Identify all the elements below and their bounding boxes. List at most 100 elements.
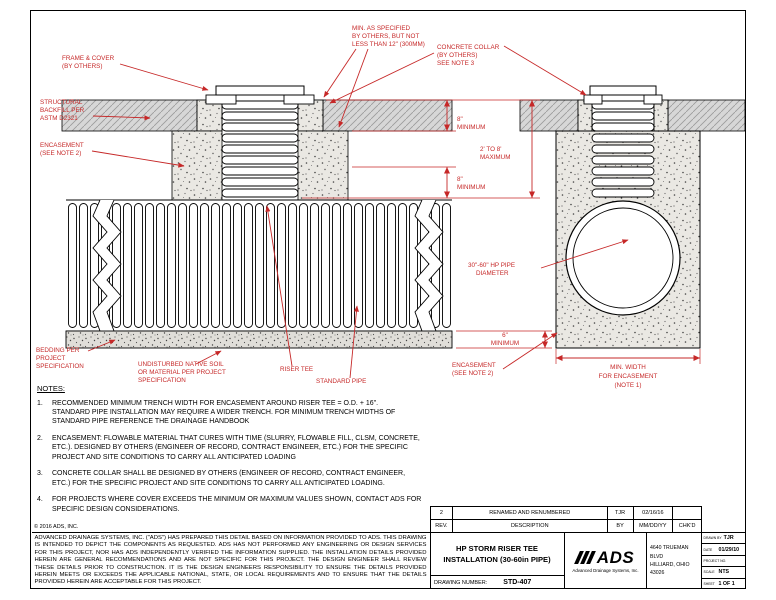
- rev-header-rev: REV.: [431, 520, 453, 532]
- label-standard-pipe: STANDARD PIPE: [316, 378, 366, 385]
- svg-text:BACKFILL PER: BACKFILL PER: [40, 107, 85, 114]
- svg-text:(BY OTHERS): (BY OTHERS): [437, 52, 477, 59]
- svg-text:8": 8": [457, 116, 463, 123]
- svg-text:ENCASEMENT: ENCASEMENT: [40, 142, 84, 149]
- riser-corrugations: [221, 100, 299, 198]
- riser-corrugations: [591, 100, 655, 198]
- end-view: [519, 85, 746, 349]
- label-concrete-collar: CONCRETE COLLAR (BY OTHERS) SEE NOTE 3: [437, 44, 500, 67]
- concrete-collar-left: [196, 99, 223, 132]
- svg-text:MAXIMUM: MAXIMUM: [480, 154, 510, 161]
- ads-logo: ADS Advanced Drainage Systems, Inc.: [565, 533, 647, 589]
- field-drawn-by: DRAWN BY TJR: [702, 533, 745, 545]
- notes-section: NOTES: 1. RECOMMENDED MINIMUM TRENCH WID…: [37, 384, 687, 521]
- dim-8in-minimum-top: 8" MINIMUM: [457, 116, 485, 131]
- label-encasement-right: ENCASEMENT (SEE NOTE 2): [452, 362, 496, 377]
- svg-text:30"-60" HP PIPE: 30"-60" HP PIPE: [468, 262, 515, 269]
- field-date: DATE 01/29/10: [702, 544, 745, 556]
- rev-by: TJR: [608, 507, 634, 519]
- svg-text:(SEE NOTE 2): (SEE NOTE 2): [452, 370, 493, 377]
- svg-text:8": 8": [457, 176, 463, 183]
- dim-min-width-encasement: MIN. WIDTH FOR ENCASEMENT (NOTE 1): [599, 364, 658, 389]
- concrete-collar-right: [297, 99, 324, 132]
- svg-text:DIAMETER: DIAMETER: [476, 270, 509, 277]
- rev-date: 02/16/16: [634, 507, 674, 519]
- svg-text:ASTM D2321: ASTM D2321: [40, 115, 78, 122]
- svg-text:MINIMUM: MINIMUM: [457, 184, 485, 191]
- pipe-inner-wall: [572, 207, 674, 309]
- svg-text:BY OTHERS, BUT NOT: BY OTHERS, BUT NOT: [352, 33, 419, 40]
- label-frame-cover: FRAME & COVER (BY OTHERS): [62, 55, 115, 70]
- svg-text:SPECIFICATION: SPECIFICATION: [36, 363, 84, 370]
- backfill-right: [667, 99, 746, 132]
- svg-text:UNDISTURBED NATIVE SOIL: UNDISTURBED NATIVE SOIL: [138, 361, 224, 368]
- encasement-right-zone: [297, 130, 349, 201]
- label-bedding: BEDDING PER PROJECT SPECIFICATION: [36, 347, 84, 370]
- frame-and-cover: [205, 85, 315, 105]
- dim-6in-minimum: 6" MINIMUM: [491, 332, 519, 347]
- concrete-collar-left: [577, 99, 593, 132]
- svg-text:BEDDING PER: BEDDING PER: [36, 347, 80, 354]
- label-structural-backfill: STRUCTURAL BACKFILL PER ASTM D2321: [40, 99, 85, 122]
- svg-text:FOR ENCASEMENT: FOR ENCASEMENT: [599, 373, 658, 380]
- svg-text:(SEE NOTE 2): (SEE NOTE 2): [40, 150, 81, 157]
- backfill-right: [322, 99, 453, 132]
- svg-text:MINIMUM: MINIMUM: [491, 340, 519, 347]
- svg-text:6": 6": [502, 332, 508, 339]
- rev-description: RENAMED AND RENUMBERED: [453, 507, 608, 519]
- company-address: 4640 TRUEMAN BLVD HILLIARD, OHIO 43026: [647, 533, 702, 589]
- rev-header-date: MM/DD/YY: [634, 520, 674, 532]
- rev-header-chkd: CHK'D: [678, 523, 696, 529]
- copyright: © 2016 ADS, INC.: [34, 524, 79, 530]
- label-riser-tee: RISER TEE: [280, 366, 313, 373]
- dim-8in-minimum-bottom: 8" MINIMUM: [457, 176, 485, 191]
- svg-text:OR MATERIAL PER PROJECT: OR MATERIAL PER PROJECT: [138, 369, 226, 376]
- svg-text:LESS THAN 12" (300MM): LESS THAN 12" (300MM): [352, 41, 425, 48]
- concrete-collar-right: [653, 99, 669, 132]
- svg-text:MIN. AS SPECIFIED: MIN. AS SPECIFIED: [352, 25, 411, 32]
- svg-text:PROJECT: PROJECT: [36, 355, 66, 362]
- drawing-title: HP STORM RISER TEE INSTALLATION (30-60in…: [443, 544, 551, 564]
- svg-text:SPECIFICATION: SPECIFICATION: [138, 377, 186, 384]
- logo-text: ADS: [596, 548, 635, 567]
- label-undisturbed-soil: UNDISTURBED NATIVE SOIL OR MATERIAL PER …: [138, 361, 226, 384]
- bedding-layer: [65, 330, 453, 349]
- label-min-specified: MIN. AS SPECIFIED BY OTHERS, BUT NOT LES…: [352, 25, 425, 48]
- drawing-number-label: DRAWING NUMBER:: [434, 579, 488, 586]
- svg-text:MINIMUM: MINIMUM: [457, 124, 485, 131]
- note-4: 4. FOR PROJECTS WHERE COVER EXCEEDS THE …: [37, 496, 422, 513]
- svg-text:STRUCTURAL: STRUCTURAL: [40, 99, 83, 106]
- drawing-number-row: DRAWING NUMBER: STD-407: [430, 575, 564, 589]
- detail-drawing: FRAME & COVER (BY OTHERS) MIN. AS SPECIF…: [36, 25, 746, 389]
- sheet-border: [30, 10, 746, 589]
- field-project-no: PROJECT NO.: [702, 556, 745, 568]
- rev-header-description: DESCRIPTION: [453, 520, 608, 532]
- note-3: 3. CONCRETE COLLAR SHALL BE DESIGNED BY …: [37, 470, 406, 487]
- svg-text:(NOTE 1): (NOTE 1): [615, 382, 642, 389]
- dim-2-to-8-maximum: 2' TO 8' MAXIMUM: [480, 146, 510, 161]
- drawing-number: STD-407: [503, 579, 532, 586]
- disclaimer-text: ADVANCED DRAINAGE SYSTEMS, INC. ("ADS") …: [31, 532, 431, 589]
- field-scale: SCALE NTS: [702, 567, 745, 579]
- label-encasement-left: ENCASEMENT (SEE NOTE 2): [40, 142, 84, 157]
- title-block-fields: DRAWN BY TJR DATE 01/29/10 PROJECT NO. S…: [702, 533, 745, 589]
- label-pipe-diameter: 30"-60" HP PIPE DIAMETER: [468, 262, 515, 277]
- svg-text:(BY OTHERS): (BY OTHERS): [62, 63, 102, 70]
- title-cell: HP STORM RISER TEE INSTALLATION (30-60in…: [430, 533, 565, 589]
- rev-chkd: [673, 507, 701, 519]
- section-view: [61, 85, 453, 349]
- frame-and-cover: [583, 85, 663, 105]
- note-1: 1. RECOMMENDED MINIMUM TRENCH WIDTH FOR …: [37, 400, 396, 426]
- note-2: 2. ENCASEMENT: FLOWABLE MATERIAL THAT CU…: [37, 435, 420, 461]
- svg-text:2' TO 8': 2' TO 8': [480, 146, 501, 153]
- svg-text:MIN. WIDTH: MIN. WIDTH: [610, 364, 646, 371]
- rev-header-by: BY: [608, 520, 634, 532]
- logo-subtext: Advanced Drainage Systems, Inc.: [572, 568, 639, 573]
- rev-number: 2: [431, 507, 453, 519]
- standard-pipe: [66, 199, 452, 332]
- backfill-left: [519, 99, 579, 132]
- svg-text:SEE NOTE 3: SEE NOTE 3: [437, 60, 475, 67]
- field-sheet: SHEET 1 OF 1: [703, 580, 735, 587]
- svg-text:FRAME & COVER: FRAME & COVER: [62, 55, 115, 62]
